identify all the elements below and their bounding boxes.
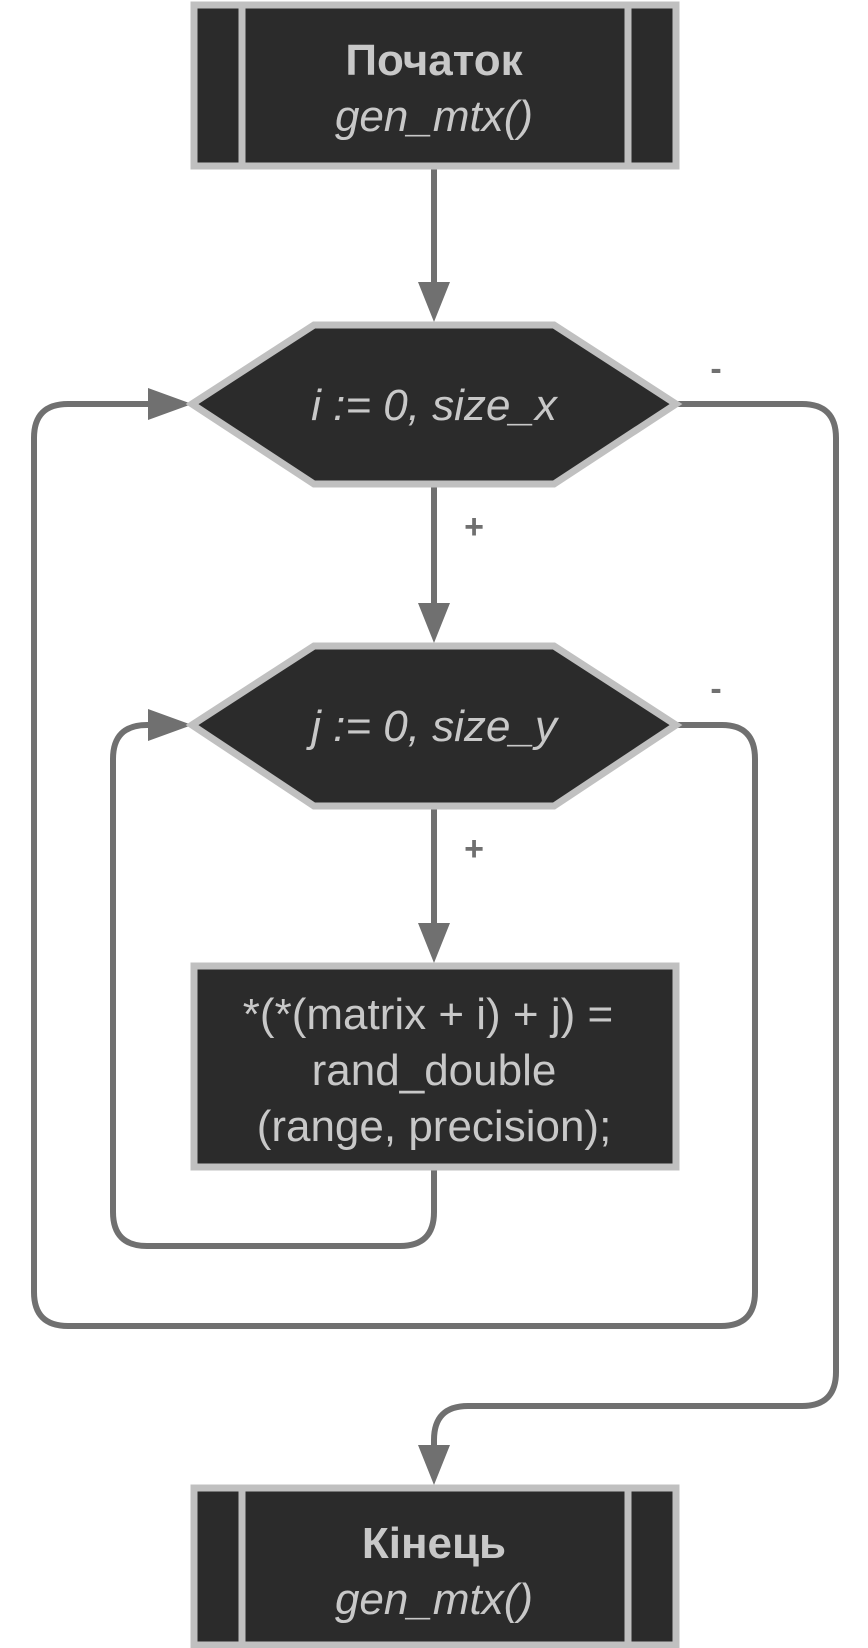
assign-line-2: rand_double (312, 1046, 557, 1095)
edge-label-j-true: + (464, 830, 484, 868)
edge-label-i-true: + (464, 508, 484, 546)
assign-line-1: *(*(matrix + i) + j) = (243, 990, 613, 1039)
edge-start-to-loop-i (418, 166, 450, 322)
loop-j-label: j := 0, size_y (306, 702, 560, 751)
start-node: Початок gen_mtx() (190, 1, 680, 170)
end-node-subtitle: gen_mtx() (335, 1575, 533, 1624)
edge-loop-j-true-to-assign (418, 806, 450, 963)
edge-label-j-false: - (710, 670, 721, 708)
edge-assign-back-to-loop-j (110, 709, 437, 1249)
end-node-title: Кінець (362, 1519, 506, 1568)
loop-i-node: i := 0, size_x (185, 321, 683, 488)
start-node-subtitle: gen_mtx() (335, 92, 533, 141)
edge-loop-i-true-to-loop-j (418, 484, 450, 643)
assign-line-3: (range, precision); (257, 1102, 612, 1151)
start-node-title: Початок (345, 36, 523, 85)
edge-loop-j-false-back-to-loop-i (31, 388, 758, 1329)
edge-loop-i-false-to-end (418, 401, 839, 1485)
edge-label-i-false: - (710, 350, 721, 388)
assign-node: *(*(matrix + i) + j) = rand_double (rang… (190, 962, 680, 1171)
loop-j-node: j := 0, size_y (185, 642, 683, 810)
loop-i-label: i := 0, size_x (311, 381, 559, 430)
end-node: Кінець gen_mtx() (190, 1484, 680, 1648)
